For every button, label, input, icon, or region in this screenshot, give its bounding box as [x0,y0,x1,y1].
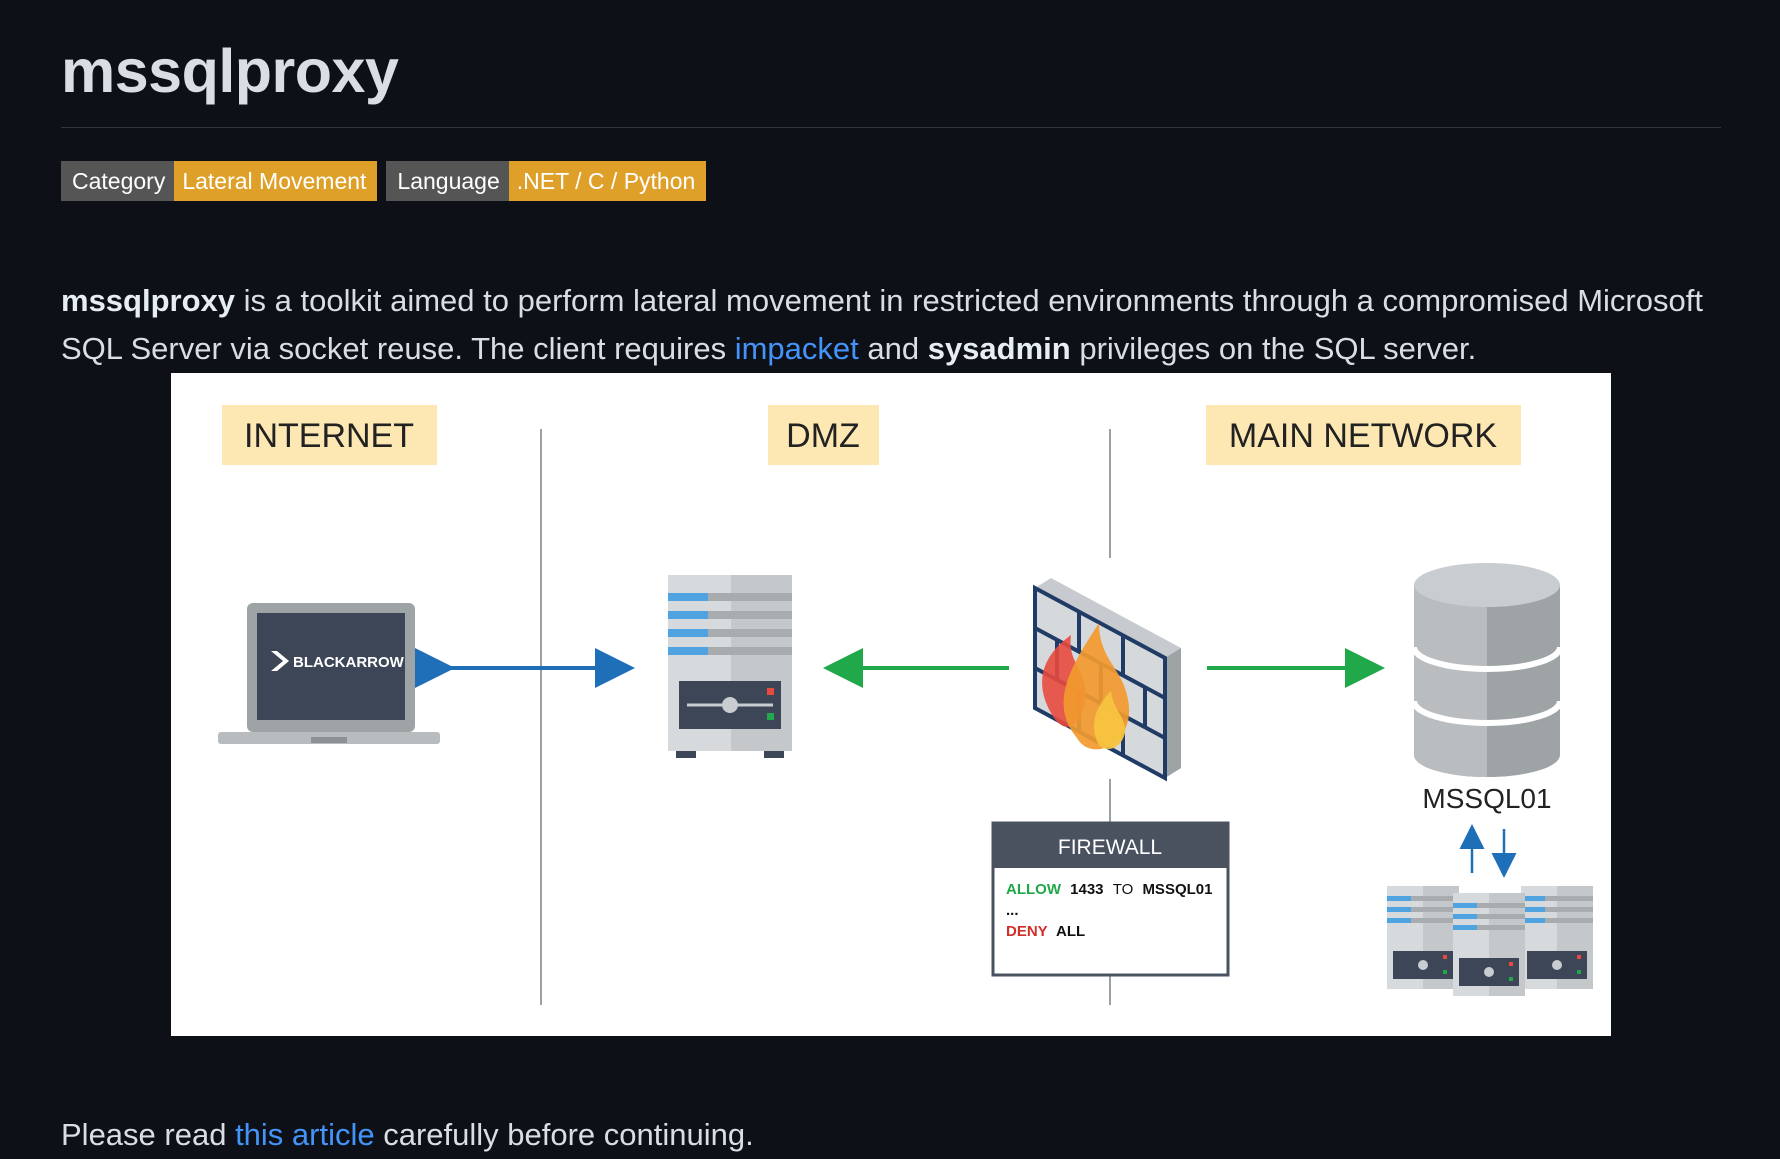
description-text: and [858,331,928,366]
article-link[interactable]: this article [235,1117,375,1152]
category-badge[interactable]: Category Lateral Movement [61,161,378,201]
zone-label-internet: INTERNET [222,405,437,465]
badge-value: Lateral Movement [174,161,378,201]
title-divider [61,127,1721,128]
language-badge[interactable]: Language .NET / C / Python [386,161,707,201]
svg-text:INTERNET: INTERNET [244,417,414,455]
footer-text: Please read [61,1117,236,1152]
description-text: privileges on the SQL server. [1070,331,1477,366]
svg-text:DENY ALL: DENY ALL [1006,923,1085,940]
footer-text: carefully before continuing. [374,1117,754,1152]
svg-text:FIREWALL: FIREWALL [1058,836,1162,859]
zone-label-dmz: DMZ [768,405,879,465]
zone-label-main-network: MAIN NETWORK [1206,405,1521,465]
svg-text:MAIN NETWORK: MAIN NETWORK [1229,417,1498,455]
description-text: is a toolkit aimed to perform lateral mo… [61,283,1703,366]
badge-value: .NET / C / Python [508,161,707,201]
database-icon [1411,563,1563,777]
badge-key: Language [386,161,509,201]
svg-text:BLACKARROW: BLACKARROW [293,654,405,671]
readme-content: mssqlproxy Category Lateral Movement Lan… [61,0,1721,1152]
page-title: mssqlproxy [61,37,399,105]
description-paragraph: mssqlproxy is a toolkit aimed to perform… [61,277,1731,373]
server-cluster-icon [1387,886,1593,996]
network-diagram: INTERNET DMZ MAIN NETWORK BLACKARROW [171,373,1611,1036]
firewall-rules-box: FIREWALL ALLOW 1433 TO MSSQL01 ... DENY … [991,821,1230,977]
firewall-icon [1033,578,1181,782]
sysadmin-label: sysadmin [927,331,1071,366]
impacket-link[interactable]: impacket [734,331,859,366]
footer-paragraph: Please read this article carefully befor… [61,1111,754,1159]
svg-text:...: ... [1006,902,1019,919]
tool-name: mssqlproxy [61,283,236,318]
svg-text:DMZ: DMZ [786,417,860,455]
database-label: MSSQL01 [1422,783,1551,814]
laptop-icon: BLACKARROW [218,603,440,744]
svg-text:ALLOW 1433: ALLOW 1433 TO MSSQL01 [1006,881,1212,898]
badge-key: Category [61,161,175,201]
badge-row: Category Lateral Movement Language .NET … [61,161,707,201]
dmz-server-icon [668,575,792,758]
